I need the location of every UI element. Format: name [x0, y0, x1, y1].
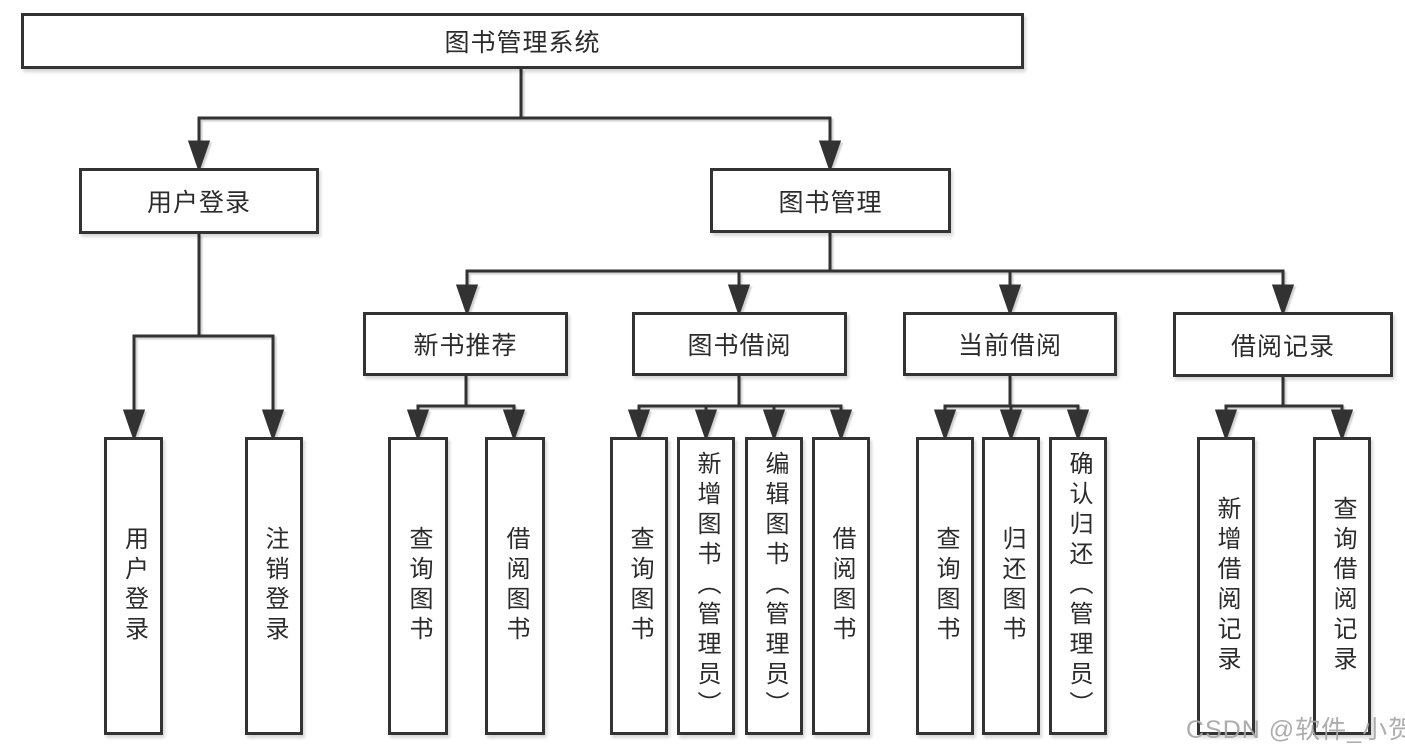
leaf-borrow-books-2: 借阅图书 — [812, 437, 870, 735]
leaf-borrow-books-1: 借阅图书 — [485, 437, 545, 735]
leaf-query-books-1: 查询图书 — [388, 437, 448, 735]
csdn-watermark: CSDN @软件_小贺同学 — [1186, 716, 1405, 744]
leaf-confirm-return-admin: 确认归还（管理员） — [1049, 437, 1107, 735]
leaf-add-books-admin: 新增图书（管理员） — [677, 437, 735, 735]
leaf-user-login: 用户登录 — [104, 437, 163, 735]
node-new-book-recommendation: 新书推荐 — [363, 312, 568, 376]
node-borrowing-records: 借阅记录 — [1173, 312, 1393, 377]
connector-borrow-records-branch — [1214, 377, 1354, 442]
connector-root-to-level2 — [187, 69, 842, 173]
connector-book-mgmt-branch — [455, 233, 1295, 317]
leaf-add-borrow-record: 新增借阅记录 — [1197, 437, 1255, 735]
node-current-borrowing: 当前借阅 — [903, 312, 1117, 376]
node-library-system: 图书管理系统 — [21, 13, 1024, 69]
leaf-query-books-3: 查询图书 — [916, 437, 974, 735]
connector-book-borrow-branch — [627, 376, 853, 442]
leaf-return-books: 归还图书 — [982, 437, 1040, 735]
node-user-login: 用户登录 — [79, 168, 319, 234]
leaf-query-borrow-record: 查询借阅记录 — [1313, 437, 1371, 735]
leaf-edit-books-admin: 编辑图书（管理员） — [745, 437, 803, 735]
leaf-logout: 注销登录 — [245, 437, 303, 735]
leaf-query-books-2: 查询图书 — [610, 437, 668, 735]
connector-current-borrow-branch — [933, 376, 1090, 442]
connector-user-login-branch — [122, 234, 285, 442]
node-book-borrowing: 图书借阅 — [632, 312, 847, 376]
node-book-management: 图书管理 — [710, 168, 951, 233]
connector-new-book-branch — [406, 376, 526, 442]
